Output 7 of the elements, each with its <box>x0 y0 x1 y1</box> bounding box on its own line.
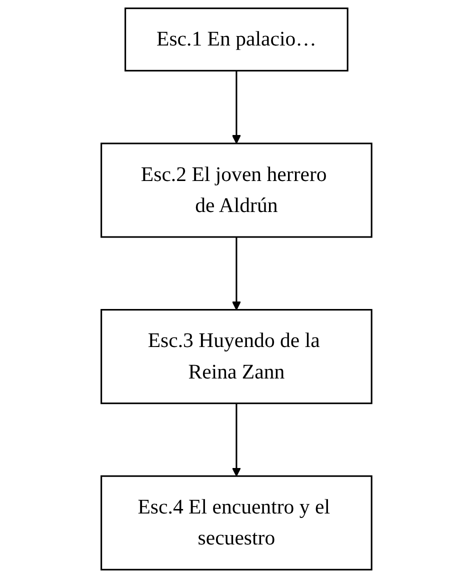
arrow <box>232 237 242 310</box>
arrow <box>232 70 242 144</box>
node-box: Esc.2 El joven herrero de Aldrún <box>100 142 372 238</box>
node-box: Esc.1 En palacio… <box>124 8 348 72</box>
node-box: Esc.3 Huyendo de la Reina Zann <box>100 309 372 404</box>
arrow <box>232 403 242 477</box>
node-box: Esc.4 El encuentro y el secuestro <box>100 475 372 570</box>
